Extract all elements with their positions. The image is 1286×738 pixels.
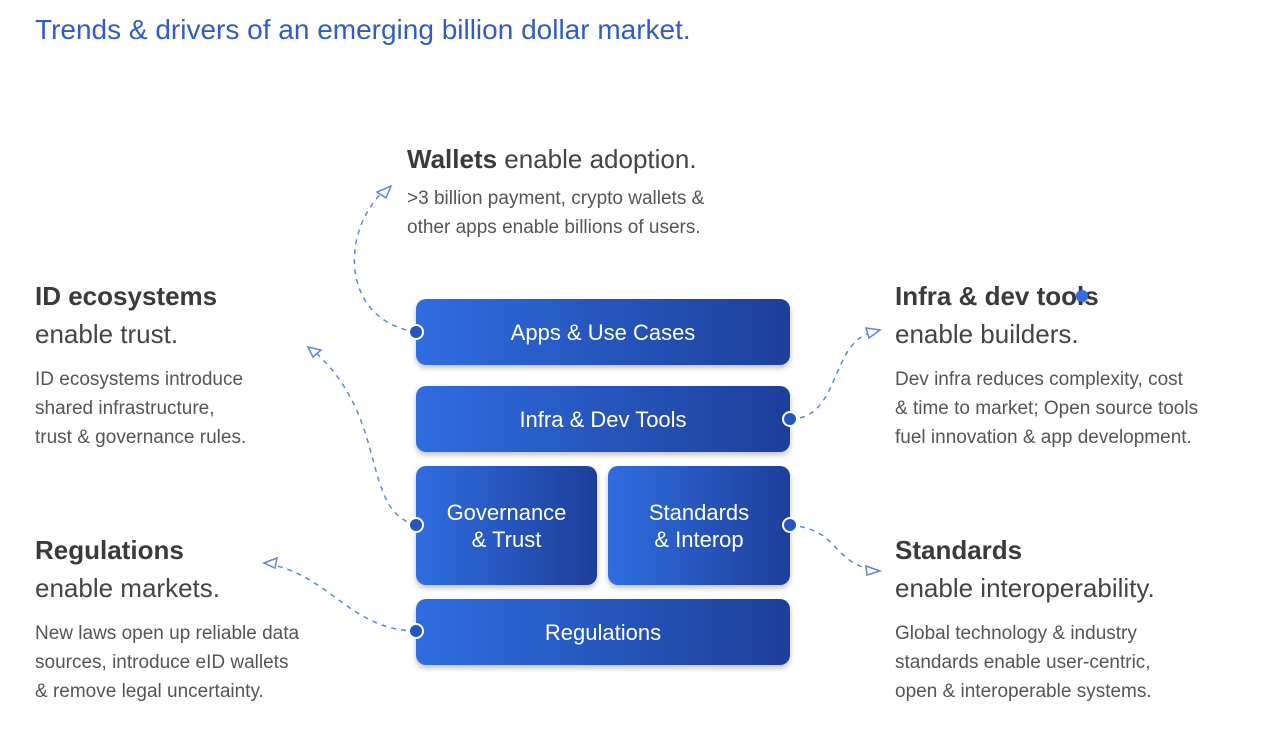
standards-block: Standards enable interoperability. Globa… — [895, 531, 1155, 706]
regs-subheading: enable markets. — [35, 573, 220, 603]
standards-label: Standards — [648, 499, 750, 525]
wallets-line: >3 billion payment, crypto wallets & — [407, 188, 705, 209]
node-dot — [408, 623, 424, 639]
cursor-icon — [1076, 290, 1088, 302]
wallets-heading: Wallets — [407, 144, 498, 174]
regs-line: & remove legal uncertainty. — [35, 681, 264, 702]
standards-line: standards enable user-centric, — [895, 652, 1151, 673]
arrow-icon — [262, 556, 279, 570]
node-dot — [782, 517, 798, 533]
standards-subheading: enable interoperability. — [895, 573, 1155, 603]
connector-infra — [789, 332, 871, 420]
infra-block: Infra & dev tools enable builders. Dev i… — [895, 277, 1198, 452]
connector-governance — [314, 351, 417, 526]
regulations-box: Regulations — [416, 599, 790, 665]
governance-label: Governance — [446, 499, 567, 525]
arrow-icon — [865, 564, 883, 576]
standards-label: & Interop — [654, 526, 744, 552]
connector-regulations — [267, 563, 417, 632]
infra-subheading: enable builders. — [895, 319, 1079, 349]
standards-box: Standards& Interop — [608, 466, 790, 585]
wallets-block: Wallets enable adoption. >3 billion paym… — [407, 140, 704, 242]
connector-standards — [789, 524, 873, 571]
node-dot — [408, 324, 424, 340]
id-heading: ID ecosystems — [35, 281, 218, 311]
infra-line: fuel innovation & app development. — [895, 427, 1192, 448]
infra-line: Dev infra reduces complexity, cost — [895, 369, 1183, 390]
governance-box: Governance& Trust — [416, 466, 597, 585]
wallets-subheading: enable adoption. — [497, 144, 697, 174]
arrow-icon — [306, 345, 323, 359]
standards-line: Global technology & industry — [895, 623, 1137, 644]
arrow-icon — [864, 327, 882, 340]
regs-line: New laws open up reliable data — [35, 623, 300, 644]
node-dot — [408, 517, 424, 533]
infra-box: Infra & Dev Tools — [416, 386, 790, 452]
regs-block: Regulations enable markets. New laws ope… — [35, 531, 299, 706]
regs-heading: Regulations — [35, 535, 184, 565]
governance-label: & Trust — [471, 526, 542, 552]
id-line: shared infrastructure, — [35, 398, 215, 419]
infra-line: & time to market; Open source tools — [895, 398, 1199, 419]
connector-apps — [353, 189, 417, 333]
id-block: ID ecosystems enable trust. ID ecosystem… — [35, 277, 246, 452]
id-line: trust & governance rules. — [35, 427, 247, 448]
wallets-line: other apps enable billions of users. — [407, 217, 701, 238]
id-subheading: enable trust. — [35, 319, 179, 349]
infra-heading: Infra & dev tools — [895, 281, 1099, 311]
arrow-icon — [375, 184, 393, 200]
regs-line: sources, introduce eID wallets — [35, 652, 289, 673]
apps-box: Apps & Use Cases — [416, 299, 790, 365]
page-title: Trends & drivers of an emerging billion … — [35, 14, 691, 45]
id-line: ID ecosystems introduce — [35, 369, 244, 390]
standards-heading: Standards — [895, 535, 1023, 565]
standards-line: open & interoperable systems. — [895, 681, 1152, 702]
node-dot — [782, 411, 798, 427]
